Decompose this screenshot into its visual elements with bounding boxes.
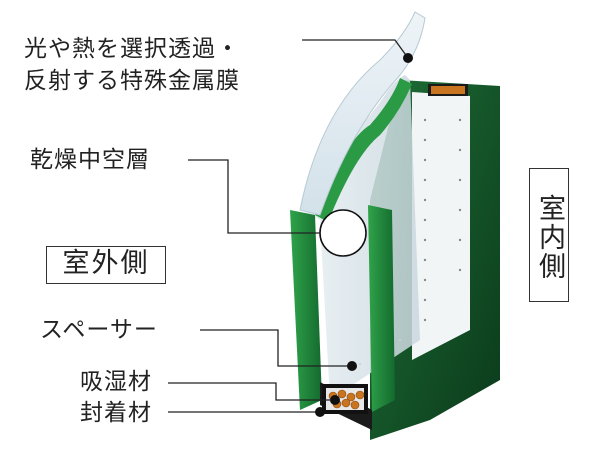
label-sealant: 封着材	[80, 400, 152, 426]
label-metal-film-line1: 光や熱を選択透過・	[24, 36, 240, 62]
inner-pane-edge	[368, 205, 395, 412]
leader-lines	[168, 39, 409, 413]
label-spacer: スペーサー	[40, 317, 158, 343]
leader-spacer	[200, 329, 352, 367]
leader-film	[302, 39, 409, 59]
label-outdoor: 室外側	[46, 246, 166, 284]
air-layer-marker	[319, 209, 367, 257]
spacer-perforations	[358, 118, 462, 366]
label-air-layer: 乾燥中空層	[30, 147, 150, 173]
label-indoor: 室内側	[529, 168, 569, 302]
inner-pane-face	[412, 92, 470, 360]
metal-film-sheet	[299, 11, 426, 216]
outer-pane-top-edge	[315, 78, 412, 222]
leader-dots	[315, 53, 413, 417]
top-desiccant	[431, 86, 465, 94]
leader-air	[188, 159, 320, 234]
label-metal-film-line2: 反射する特殊金属膜	[24, 68, 240, 94]
label-desiccant: 吸湿材	[80, 369, 152, 395]
outer-pane-edge	[290, 210, 322, 410]
leader-desiccant	[168, 382, 330, 401]
